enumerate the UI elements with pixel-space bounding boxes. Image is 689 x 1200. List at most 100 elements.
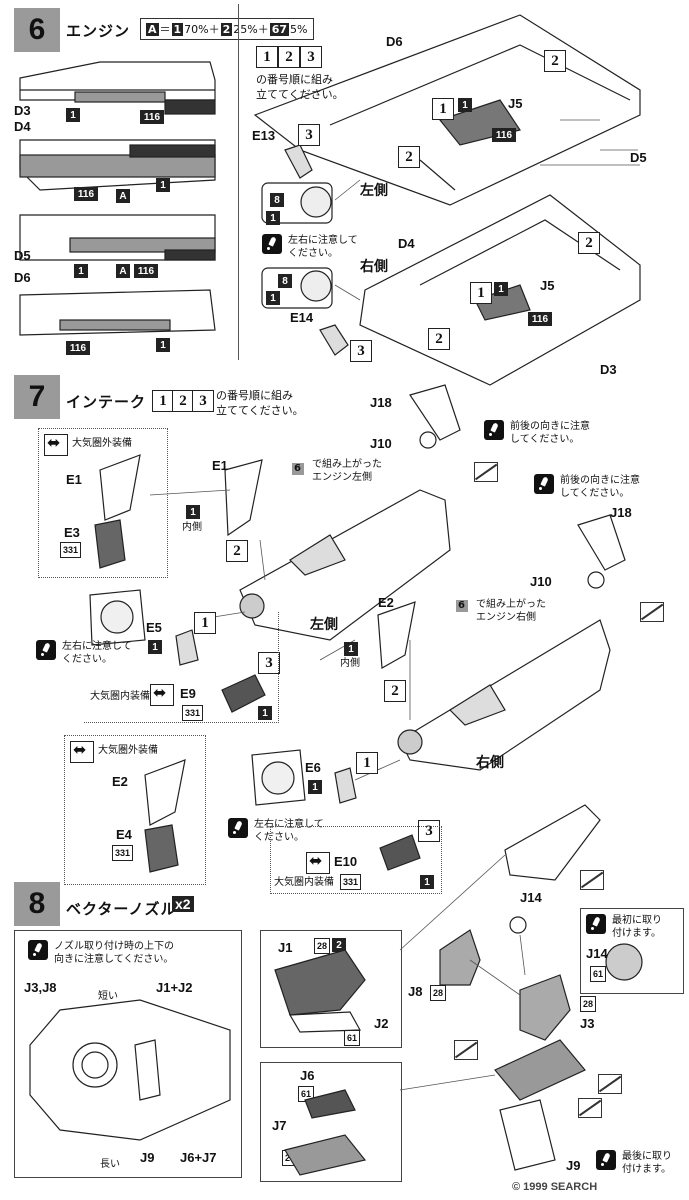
chip-color-28: 28 [580,996,597,1012]
color-2-chip: 2 [220,22,233,36]
chip-color-1: 1 [458,98,472,112]
label-d3: D3 [14,103,31,118]
outside-equip-box-right [64,735,206,885]
order-1-lower: 1 [470,282,492,304]
label-j6: J6 [300,1068,315,1083]
prohibit-icon [580,870,604,890]
order-2-upper: 2 [544,50,566,72]
label-j2: J2 [374,1016,389,1031]
order-1-engine: 1 [432,98,454,120]
label-e1: E1 [212,458,228,473]
color-formula: A ＝ 1 70%＋ 2 25%＋ 67 5% [140,18,314,40]
caution-icon [36,640,56,660]
caution-icon [534,474,554,494]
order-2-right: 2 [384,680,406,702]
label-j14: J14 [520,890,542,905]
caution-icon [262,234,282,254]
chip-color-116: 116 [140,110,164,124]
step6-title: エンジン [66,22,131,40]
chip-color-1: 1 [66,108,80,122]
label-j10-left: J10 [370,436,392,451]
color-67-chip: 67 [269,22,290,36]
label-j3-j8: J3,J8 [24,980,57,995]
nozzle-orientation-box [14,930,242,1178]
chip-color-61: 61 [590,966,607,982]
left-side-label: 左側 [310,616,338,632]
color-67-percent: 5% [290,22,308,36]
direction-icon [70,740,94,763]
color-1-percent: 70%＋ [184,23,220,36]
order-text-line2: 立ててください。 [256,88,344,101]
label-e6: E6 [305,760,321,775]
label-j18-right: J18 [610,505,632,520]
label-j1: J1 [278,940,293,955]
caution-lr-text: 左右に注意して ください。 [288,235,358,259]
label-d4: D4 [14,119,31,134]
label-d6: D6 [14,270,31,285]
order-3-right: 3 [418,820,440,842]
caution-icon [586,914,606,934]
ref-step6-number: 6 [294,463,301,474]
prohibit-icon [578,1098,602,1118]
chip-color-1: 1 [494,282,508,296]
chip-color-2: 2 [332,938,346,952]
front-back-note-right: 前後の向きに注意 してください。 [560,475,640,499]
prohibit-icon [640,602,664,622]
order-text-line1: の番号順に組み [256,73,333,86]
label-e9: E9 [180,686,196,701]
label-e2: E2 [378,595,394,610]
equals-sign: ＝ [159,23,171,36]
front-back-note-left: 前後の向きに注意 してください。 [510,421,590,445]
inside-equip-box-right [270,826,442,894]
chip-color-1: 1 [266,211,280,225]
step6-divider [238,4,239,360]
outside-equip-label: 大気圏外装備 [72,438,132,449]
label-j3: J3 [580,1016,595,1031]
label-j5-upper: J5 [508,96,523,111]
chip-color-1: 1 [266,291,280,305]
order-1-right: 1 [356,752,378,774]
chip-color-116: 116 [74,187,98,201]
chip-color-116: 116 [66,341,90,355]
label-j7: J7 [272,1118,287,1133]
direction-icon [306,851,330,874]
label-j6-j7: J6+J7 [180,1150,217,1165]
label-j9-assembly: J9 [566,1158,581,1173]
label-e5: E5 [146,620,162,635]
built-left-text: で組み上がった エンジン左側 [312,459,382,483]
chip-color-331: 331 [112,845,134,861]
inner-side-label: 内側 [340,658,360,669]
chip-color-8: 8 [278,274,292,288]
ref-step6-number: 6 [458,600,465,611]
order-3-e13: 3 [298,124,320,146]
times-two-badge: x2 [172,896,194,912]
label-d6-upper: D6 [386,34,403,49]
order-2-side: 2 [398,146,420,168]
label-j8: J8 [408,984,423,999]
ref-step6-chip [456,600,468,612]
right-side-label: 右側 [476,754,504,770]
chip-color-28: 28 [430,985,447,1001]
label-d5-upper: D5 [630,150,647,165]
chip-color-a: A [116,189,130,203]
order-3: 3 [192,390,214,412]
label-d3-lower: D3 [600,362,617,377]
color-1-chip: 1 [171,22,184,36]
label-j1-j2: J1+J2 [156,980,193,995]
inside-equip-label: 大気圏内装備 [274,877,334,888]
step7-number: 7 [14,375,60,419]
outside-equip-box-left [38,428,168,578]
chip-color-116: 116 [528,312,552,326]
label-e13: E13 [252,128,276,143]
direction-icon [150,683,174,706]
chip-color-116: 116 [134,264,158,278]
label-e1-left: E1 [66,472,82,487]
left-side-label: 左側 [360,182,388,198]
outside-equip-label: 大気圏外装備 [98,745,158,756]
built-right-text: で組み上がった エンジン右側 [476,599,546,623]
first-attach-text: 最初に取り 付けます。 [612,915,662,939]
chip-color-331: 331 [182,705,204,721]
label-d4-lower: D4 [398,236,415,251]
inside-equip-label: 大気圏内装備 [90,691,150,702]
